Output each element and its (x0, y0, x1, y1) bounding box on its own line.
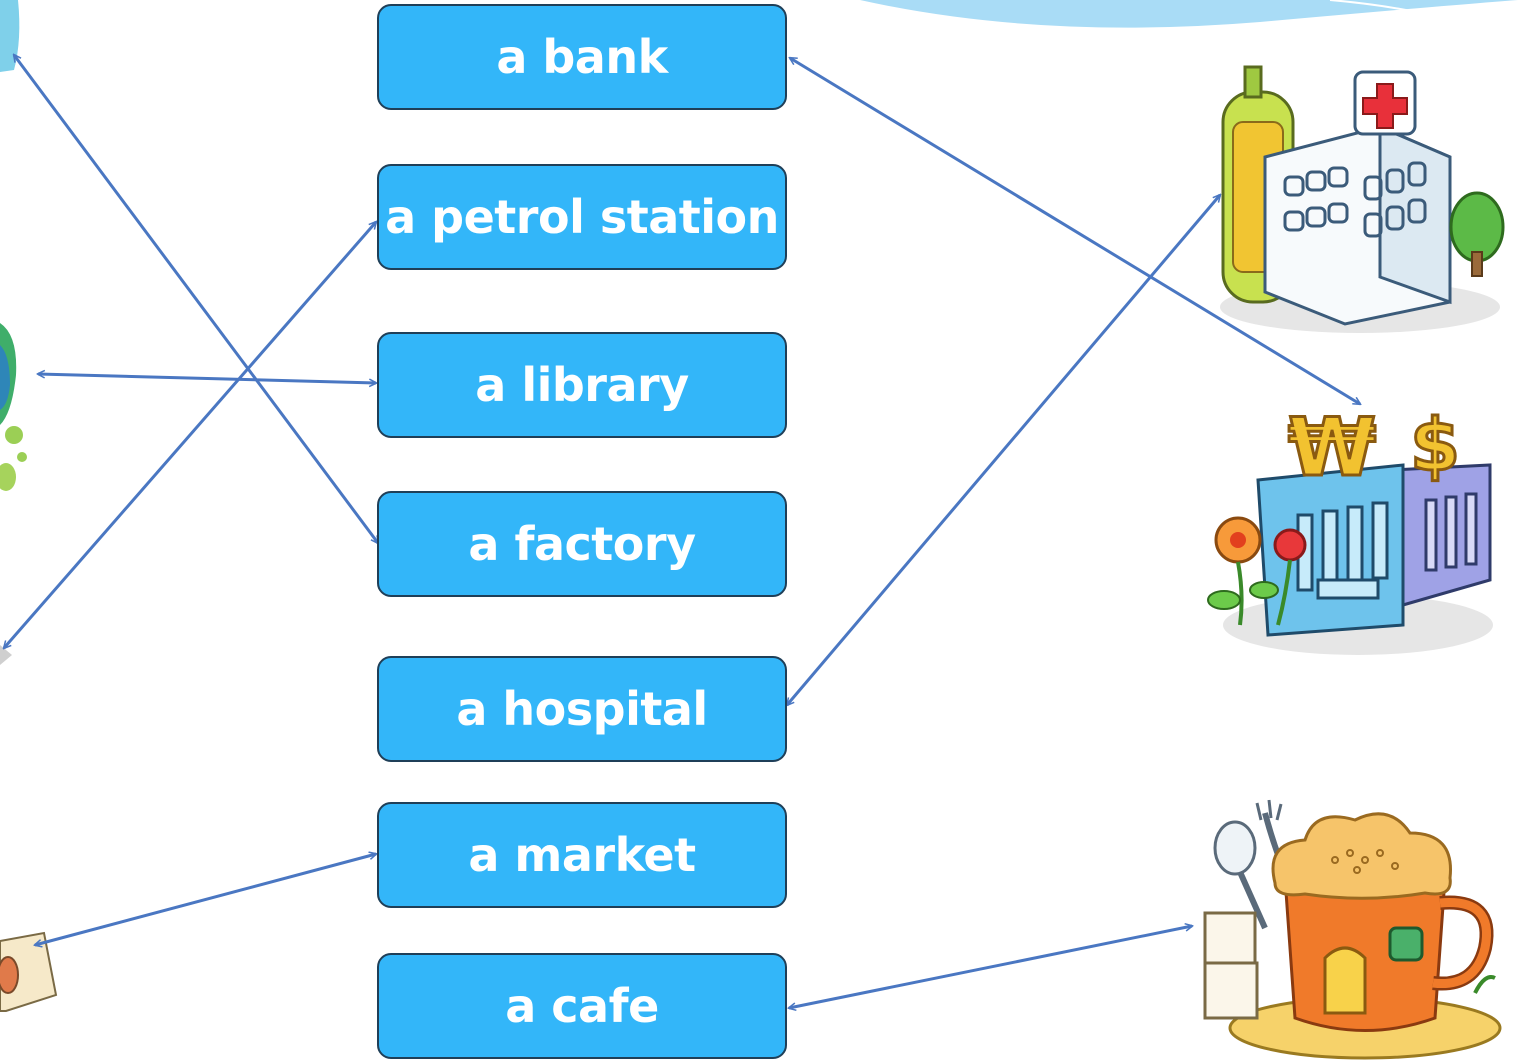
arrow-cafe-to-cafe-picture (789, 926, 1192, 1008)
arrow-hospital-to-hospital-picture (787, 195, 1220, 705)
word-label: a cafe (505, 979, 659, 1033)
word-label: a factory (468, 517, 696, 571)
arrow-bank-to-bank-picture (790, 56, 1360, 406)
bank-picture: ₩ $ (1207, 400, 1493, 655)
word-button-library[interactable]: a library (377, 332, 787, 438)
word-button-market[interactable]: a market (377, 802, 787, 908)
arrow-left-lower-to-petrol-station (4, 222, 376, 648)
won-sign: ₩ (1288, 401, 1376, 494)
word-button-factory[interactable]: a factory (377, 491, 787, 597)
arrow-left-middle-to-library (38, 374, 376, 383)
arrow-left-top-to-factory (14, 55, 378, 543)
word-label: a hospital (456, 682, 708, 736)
word-label: a market (468, 828, 696, 882)
arrow-left-bottom-to-market (35, 854, 376, 945)
word-label: a library (475, 358, 689, 412)
word-button-cafe[interactable]: a cafe (377, 953, 787, 1059)
word-button-petrol-station[interactable]: a petrol station (377, 164, 787, 270)
cafe-picture (1203, 799, 1502, 1060)
dollar-sign: $ (1410, 403, 1460, 487)
word-label: a petrol station (385, 190, 779, 244)
left-picture-lower-partial (0, 645, 12, 665)
word-button-hospital[interactable]: a hospital (377, 656, 787, 762)
word-button-bank[interactable]: a bank (377, 4, 787, 110)
word-label: a bank (496, 30, 668, 84)
